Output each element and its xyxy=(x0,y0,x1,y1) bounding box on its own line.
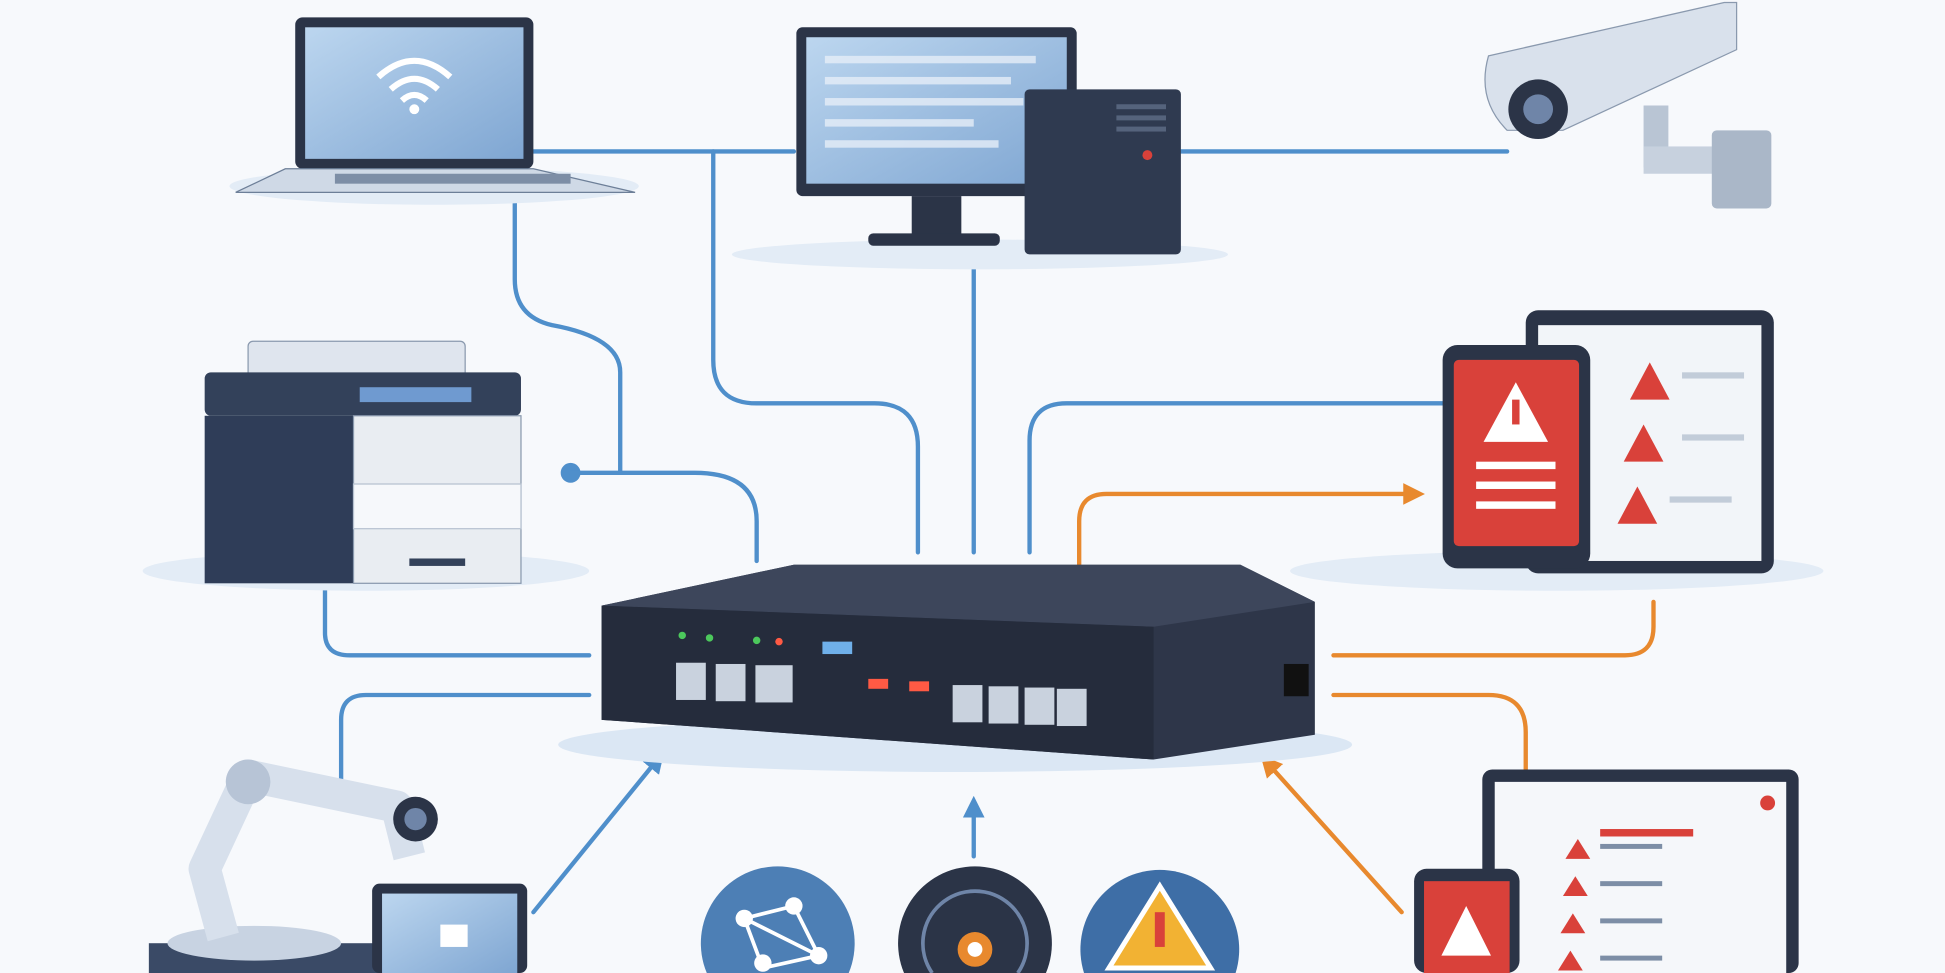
laptop-wifi-icon xyxy=(229,17,639,205)
radar-icon xyxy=(898,866,1052,973)
network-switch-icon xyxy=(558,564,1353,772)
alert-tablet-phone-icon xyxy=(1290,310,1824,591)
warning-icon xyxy=(1080,869,1240,973)
connection-lines xyxy=(322,149,1656,915)
printer-icon xyxy=(142,340,590,591)
network-topology-icon xyxy=(700,866,855,973)
alert-dashboard-icon xyxy=(1414,769,1799,973)
security-camera-icon xyxy=(1484,1,1772,209)
desktop-computer-icon xyxy=(731,27,1229,270)
industrial-robot-icon xyxy=(148,759,528,973)
